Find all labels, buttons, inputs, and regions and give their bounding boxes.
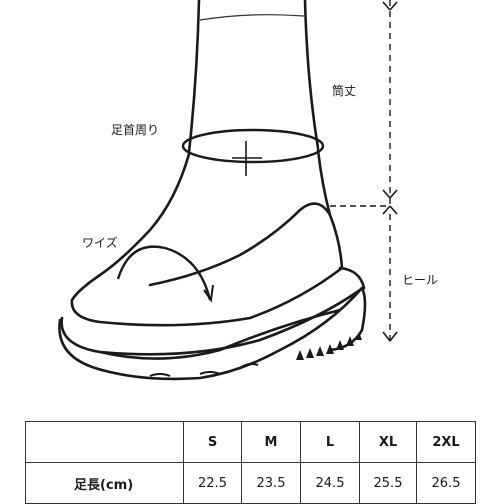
ankle-tick-mark	[232, 141, 262, 176]
size-header-2xl: 2XL	[416, 421, 476, 463]
foot-length-value-xl: 25.5	[359, 462, 417, 504]
foot-length-value-l: 24.5	[300, 462, 360, 504]
size-table: S M L XL 2XL 足長(cm) 22.5 23.5 24.5 25.5 …	[25, 421, 476, 504]
ankle-circumference-label: 足首周り	[111, 123, 159, 137]
sock-top-line	[199, 14, 305, 21]
size-header-row: S M L XL 2XL	[25, 421, 476, 463]
table-corner-cell	[25, 421, 184, 463]
sock-shaft-outline	[187, 0, 320, 154]
sole-lugs	[296, 332, 362, 360]
size-header-s: S	[183, 421, 242, 463]
boot-outline	[58, 148, 367, 381]
foot-length-value-s: 22.5	[183, 462, 242, 504]
size-header-m: M	[241, 421, 301, 463]
width-measurement-arrow-icon	[203, 284, 214, 303]
width-label: ワイズ	[82, 235, 118, 250]
foot-length-label: 足長(cm)	[25, 462, 184, 504]
foot-length-value-2xl: 26.5	[416, 462, 476, 504]
size-header-xl: XL	[359, 421, 417, 463]
ankle-measurement-ellipse	[181, 128, 325, 164]
mid-arrow-icon	[382, 189, 398, 215]
shaft-height-label: 筒丈	[332, 83, 356, 98]
toe-tread-marks	[149, 363, 259, 377]
width-measurement-arc	[116, 245, 212, 301]
shaft-height-top-arrow-icon	[382, 1, 398, 11]
size-header-l: L	[300, 421, 360, 463]
heel-bottom-arrow-icon	[382, 331, 398, 342]
heel-label: ヒール	[402, 273, 438, 287]
foot-length-row: 足長(cm) 22.5 23.5 24.5 25.5 26.5	[25, 462, 476, 504]
foot-length-value-m: 23.5	[241, 462, 301, 504]
